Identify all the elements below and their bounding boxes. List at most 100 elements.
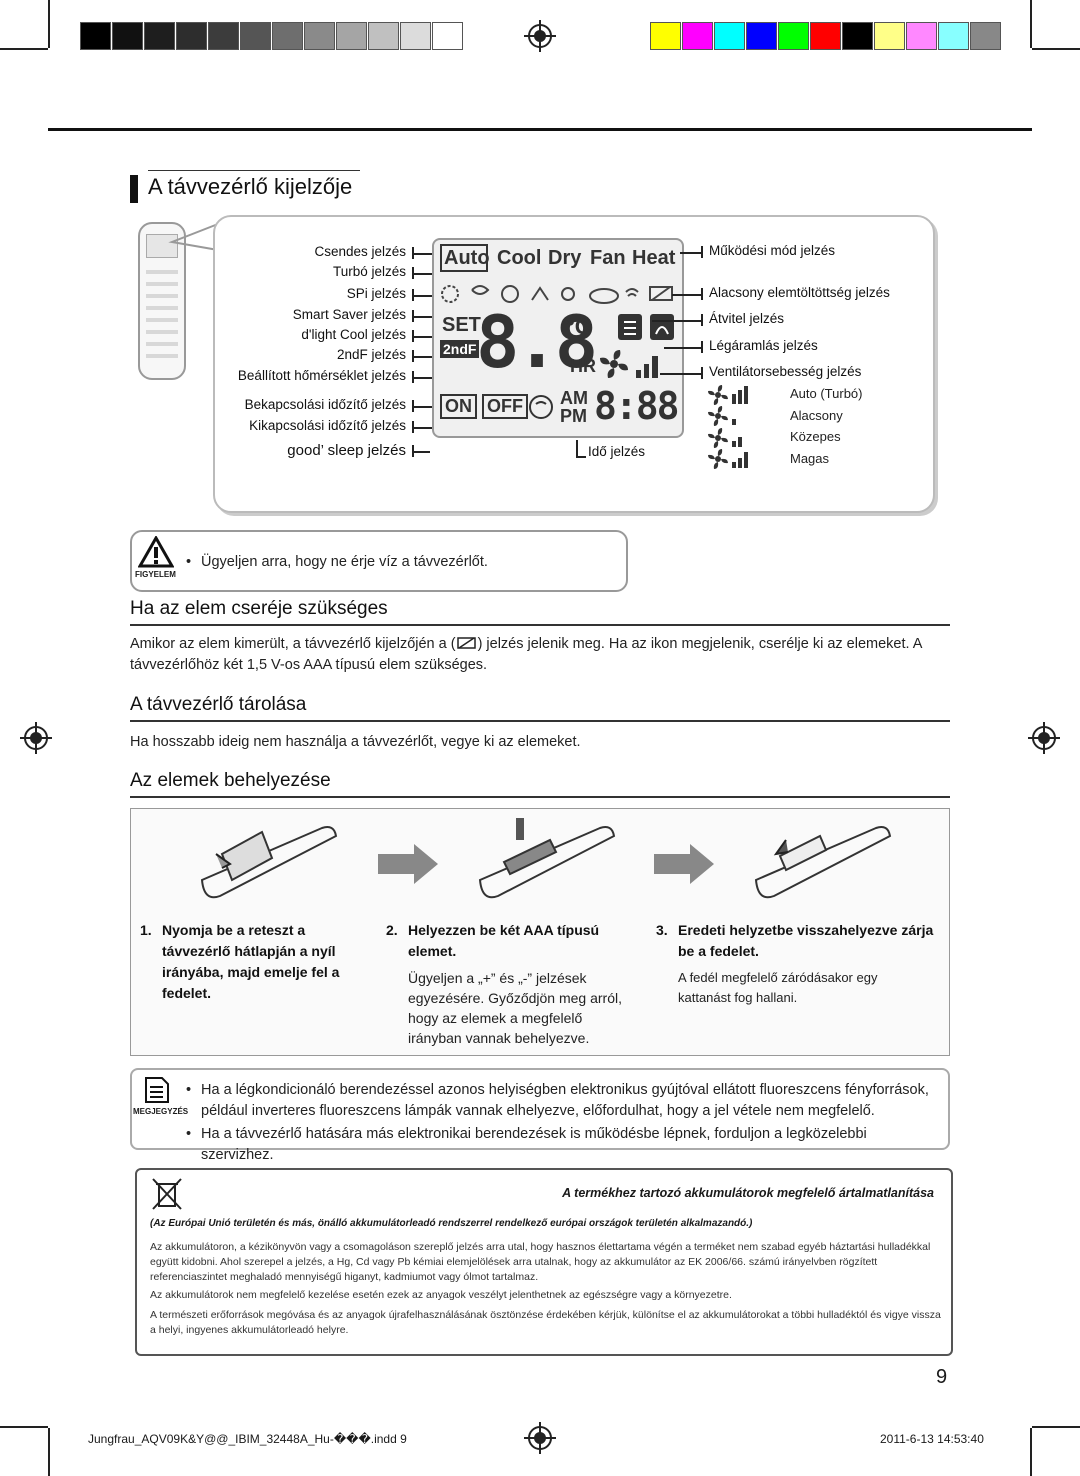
color-swatch — [810, 22, 841, 50]
leader-line — [412, 253, 442, 255]
label-turbo: Turbó jelzés — [332, 264, 406, 279]
label-transmission: Átvitel jelzés — [709, 311, 785, 326]
note-box — [130, 1068, 950, 1150]
lcd-swing-icons — [618, 314, 674, 340]
label-2ndf: 2ndF jelzés — [336, 347, 406, 362]
label-off-timer: Kikapcsolási időzítő jelzés — [249, 418, 406, 433]
leader-line — [664, 347, 702, 349]
gray-swatch — [112, 22, 143, 50]
lcd-mode-fan: Fan — [590, 247, 626, 269]
note-label: MEGJEGYZÉS — [133, 1107, 189, 1116]
arrow-right-icon — [654, 844, 714, 884]
crop-mark — [1032, 1426, 1080, 1428]
disposal-box — [135, 1168, 953, 1356]
registration-mark-icon — [524, 20, 556, 52]
crop-mark — [48, 1428, 50, 1476]
fan-speed-medium: Közepes — [790, 429, 841, 444]
disposal-p1: Az akkumulátoron, a kézikönyvön vagy a c… — [150, 1241, 931, 1283]
gray-swatch — [368, 22, 399, 50]
label-time: Idő jelzés — [588, 444, 646, 459]
disposal-p3: A természeti erőforrások megóvása és az … — [150, 1309, 941, 1336]
section-title-battery: Ha az elem cseréje szükséges — [130, 598, 388, 619]
color-swatch — [970, 22, 1001, 50]
crop-mark — [1032, 48, 1080, 50]
registration-mark-icon — [20, 722, 52, 754]
crop-mark — [48, 0, 50, 48]
label-fan-speed: Ventilátorsebesség jelzés — [709, 364, 862, 379]
disposal-title: A termékhez tartozó akkumulátorok megfel… — [562, 1186, 934, 1200]
section-title-display: A távvezérlő kijelzője — [148, 174, 353, 199]
leader-line — [412, 295, 450, 297]
crop-mark — [1030, 1428, 1032, 1476]
leader-tick — [701, 246, 703, 258]
leader-tick — [701, 314, 703, 326]
label-spi: SPi jelzés — [346, 286, 406, 301]
time-leader-h — [576, 456, 586, 458]
leader-line — [412, 451, 430, 453]
gray-swatch — [144, 22, 175, 50]
color-swatch — [842, 22, 873, 50]
crop-mark — [1030, 0, 1032, 48]
disposal-subtitle: (Az Európai Unió területén és más, önáll… — [150, 1218, 753, 1229]
color-swatch — [906, 22, 937, 50]
leader-line — [660, 373, 702, 375]
step-1-number: 1. — [140, 922, 152, 938]
lcd-pm: PM — [560, 406, 587, 426]
note-icon — [145, 1077, 169, 1103]
gray-swatch — [208, 22, 239, 50]
leader-tick — [701, 288, 703, 300]
warning-box — [130, 530, 628, 592]
label-operation-mode: Működési mód jelzés — [709, 243, 836, 258]
crop-mark — [0, 48, 48, 50]
section-title-insert: Az elemek behelyezése — [130, 770, 331, 791]
lcd-temperature: 8.8 — [476, 300, 598, 384]
step-3-number: 3. — [656, 922, 668, 938]
step-1-title: Nyomja be a reteszt a távvezérlő hátlapj… — [162, 922, 340, 1001]
color-swatch — [938, 22, 969, 50]
section-rule — [130, 796, 950, 798]
footer-file: Jungfrau_AQV09K&Y@@_IBIM_32448A_Hu-���.i… — [88, 1432, 407, 1446]
warning-text: Ügyeljen arra, hogy ne érje víz a távvez… — [201, 554, 488, 570]
lcd-mode-heat: Heat — [632, 247, 676, 269]
gray-swatch — [80, 22, 111, 50]
lcd-2ndf-indicator: 2ndF — [440, 340, 480, 358]
battery-text-a: Amikor az elem kimerült, a távvezérlő ki… — [130, 636, 456, 652]
leader-tick — [701, 341, 703, 353]
lcd-hr: HR — [570, 356, 596, 376]
lcd-on-indicator: ON — [440, 394, 477, 419]
note-bullet: • — [186, 1082, 192, 1098]
section-title-bar — [130, 175, 138, 203]
warning-bullet: • — [186, 554, 192, 570]
leader-line — [652, 320, 702, 322]
battery-text: Amikor az elem kimerült, a távvezérlő ki… — [130, 634, 950, 676]
label-good-sleep: good’ sleep jelzés — [287, 442, 406, 459]
gray-swatch — [336, 22, 367, 50]
step-2-text: Ügyeljen a „+” és „-” jelzések egyezésér… — [408, 970, 622, 1046]
battery-text-b: ) jelzés jelenik meg. Ha az ikon megjele… — [477, 636, 923, 652]
step-2-number: 2. — [386, 922, 398, 938]
remote-closed-illustration — [754, 826, 892, 899]
section-rule — [130, 624, 950, 626]
section-rule — [130, 720, 950, 722]
remote-batteries-illustration — [478, 818, 616, 899]
lcd-time: 8:88 — [594, 384, 680, 428]
lcd-fan-speed-icon — [600, 350, 658, 378]
lcd-sleep-icon — [529, 395, 553, 419]
crossed-bin-icon — [152, 1178, 182, 1210]
registration-mark-icon — [524, 1422, 556, 1454]
registration-mark-icon — [1028, 722, 1060, 754]
note-item-1: Ha a légkondicionáló berendezéssel azono… — [201, 1082, 929, 1119]
low-battery-icon — [456, 637, 476, 649]
lcd-off-indicator: OFF — [482, 394, 528, 419]
fan-speed-high: Magas — [790, 451, 830, 466]
top-rule — [48, 128, 1032, 131]
fan-speed-icon — [708, 406, 736, 426]
lcd-mode-frame — [440, 244, 488, 272]
color-swatch — [746, 22, 777, 50]
page-number: 9 — [936, 1366, 948, 1388]
fan-speed-icon — [708, 385, 748, 405]
fan-speed-auto: Auto (Turbó) — [790, 386, 863, 401]
remote-open-illustration — [200, 826, 338, 899]
color-swatch — [682, 22, 713, 50]
disposal-p2: Az akkumulátorok nem megfelelő kezelése … — [150, 1289, 732, 1301]
